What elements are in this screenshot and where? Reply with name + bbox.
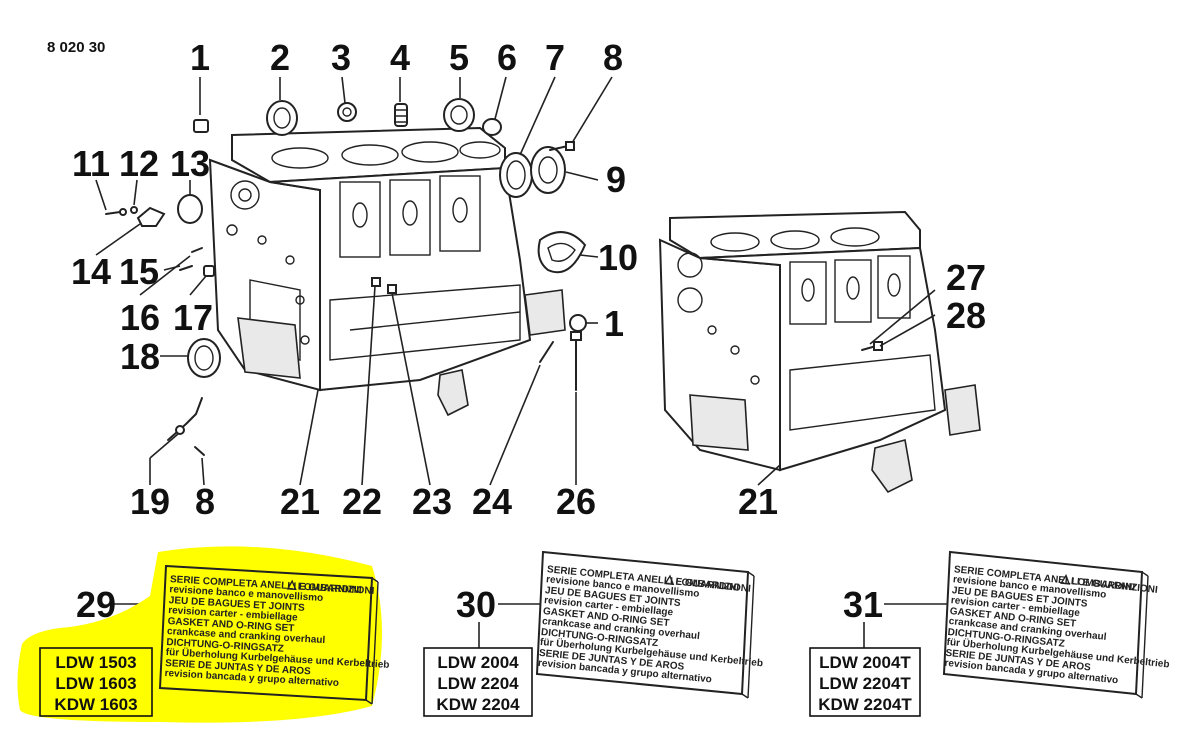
kit-29-model-1: LDW 1503 <box>55 653 136 672</box>
small-parts-right <box>861 341 883 351</box>
callout-28: 28 <box>946 295 986 336</box>
callout-8-lower: 8 <box>195 481 215 522</box>
callout-9: 9 <box>606 159 626 200</box>
callout-21: 21 <box>280 481 320 522</box>
callout-13: 13 <box>170 143 210 184</box>
callout-23: 23 <box>412 481 452 522</box>
kit-31-model-2: LDW 2204T <box>819 674 911 693</box>
lombardini-logo: LOMBARDINI <box>297 581 362 596</box>
callout-27: 27 <box>946 257 986 298</box>
kit-31: SERIE COMPLETA ANELLI E GUARNIZIONI revi… <box>809 550 1170 717</box>
kit-31-model-3: KDW 2204T <box>818 695 912 714</box>
callout-31: 31 <box>843 584 883 625</box>
kit-30: SERIE COMPLETA ANELLI E GUARNIZIONI revi… <box>423 550 764 717</box>
callout-6: 6 <box>497 37 517 78</box>
callout-numbers: 1 2 3 4 5 6 7 8 9 10 11 12 13 14 15 16 1… <box>71 37 986 625</box>
callout-16: 16 <box>120 297 160 338</box>
callout-8: 8 <box>603 37 623 78</box>
callout-4: 4 <box>390 37 410 78</box>
callout-11: 11 <box>72 143 110 184</box>
kit-29-package <box>158 564 379 705</box>
callout-1-right: 1 <box>604 303 624 344</box>
callout-10: 10 <box>598 237 638 278</box>
callout-19: 19 <box>130 481 170 522</box>
callout-21-right: 21 <box>738 481 778 522</box>
engine-block-left <box>208 126 566 417</box>
callout-26: 26 <box>556 481 596 522</box>
callout-15: 15 <box>119 251 159 292</box>
callout-5: 5 <box>449 37 469 78</box>
kit-31-label-text: SERIE COMPLETA ANELLI E GUARNIZIONI revi… <box>944 564 1170 686</box>
callout-12: 12 <box>119 143 159 184</box>
engine-block-right <box>658 210 981 494</box>
callout-18: 18 <box>120 336 160 377</box>
callout-17: 17 <box>173 297 213 338</box>
kit-30-model-2: LDW 2204 <box>437 674 519 693</box>
kit-30-label-text: SERIE COMPLETA ANELLI E GUARNIZIONI revi… <box>538 564 764 685</box>
callout-1: 1 <box>190 37 210 78</box>
kit-29-models-box <box>39 647 153 717</box>
kit-31-models-box <box>809 647 921 717</box>
callout-22: 22 <box>342 481 382 522</box>
kit-29: SERIE COMPLETA ANELLI E GUARNIZIONI revi… <box>17 546 390 723</box>
callout-30: 30 <box>456 584 496 625</box>
callout-3: 3 <box>331 37 351 78</box>
callout-24: 24 <box>472 481 512 522</box>
kit-29-model-3: KDW 1603 <box>54 695 137 714</box>
callout-14: 14 <box>71 251 111 292</box>
drawing-reference: 8 020 30 <box>47 39 105 56</box>
kit-29-model-2: LDW 1603 <box>55 674 136 693</box>
callout-2: 2 <box>270 37 290 78</box>
kit-31-model-1: LDW 2004T <box>819 653 911 672</box>
callout-7: 7 <box>545 37 565 78</box>
small-parts-left <box>105 98 587 456</box>
kit-30-model-1: LDW 2004 <box>437 653 519 672</box>
kit-30-model-3: KDW 2204 <box>436 695 520 714</box>
kit-30-models-box <box>423 647 533 717</box>
